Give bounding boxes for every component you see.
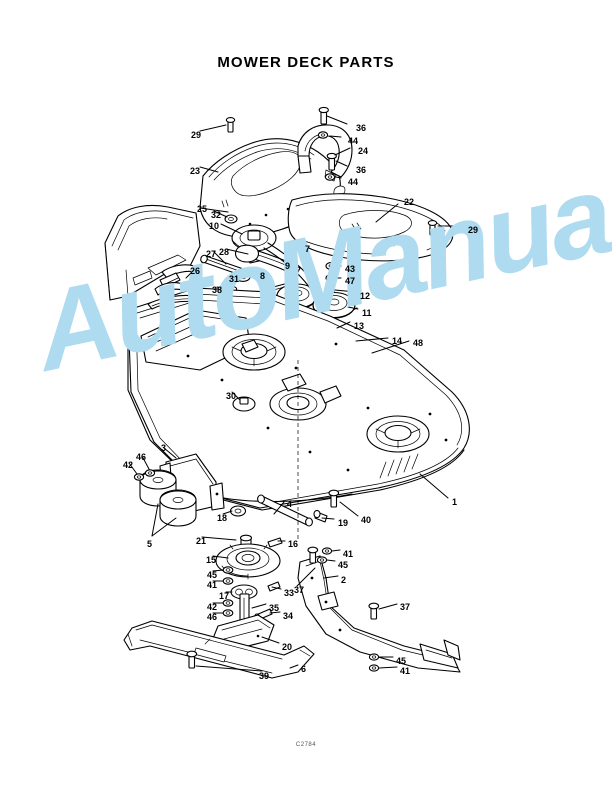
callout-washer-left: 45 [207, 570, 218, 580]
part-bolt-bracket-right [368, 602, 380, 620]
part-washer-guard-lower [324, 173, 336, 181]
callout-deck-drain-plug: 30 [226, 391, 237, 401]
callout-key-woodruff: 16 [288, 539, 299, 549]
callout-deck-bracket-right: 2 [341, 575, 347, 585]
part-chute-deflector [104, 204, 201, 301]
part-idler-arm [235, 244, 301, 277]
callout-washer-right: 45 [338, 560, 349, 570]
figure-code: C2784 [295, 742, 317, 748]
callout-spindle-housing: 15 [206, 555, 217, 565]
callout-chute-deflector: 25 [197, 204, 208, 214]
callout-clevis-pin: 19 [338, 518, 349, 528]
callout-spacer-bushing: 12 [360, 291, 371, 301]
callout-nut-lock-lower: 41 [400, 666, 411, 676]
page-title: MOWER DECK PARTS [217, 54, 395, 71]
part-anti-scalp-roller [139, 469, 197, 527]
callout-mower-blade: 6 [301, 664, 307, 674]
part-clevis-pin [313, 509, 328, 523]
part-screw-guard-upper [318, 106, 329, 125]
callout-deck-cover-right: 22 [404, 197, 415, 207]
callout-roller-bracket: 3 [161, 443, 167, 453]
callout-spacer-tube: 33 [284, 588, 295, 598]
callout-idler-arm: 7 [305, 244, 311, 254]
callout-idler-bracket: 8 [260, 271, 266, 281]
part-deck-cover-right [287, 193, 454, 262]
part-carriage-bolt [328, 489, 340, 508]
callout-belt-guard-curve: 24 [358, 146, 369, 156]
callout-bolt-bracket-left: 37 [294, 585, 305, 595]
callout-spacer-idler: 47 [345, 276, 356, 286]
part-mower-deck-shell [127, 287, 470, 511]
part-bolt-bracket-left [307, 546, 319, 564]
callout-washer-lower: 45 [396, 656, 407, 666]
callout-chute-hinge-rod: 26 [190, 266, 201, 276]
callout-belt-keeper-bolt: 48 [413, 338, 424, 348]
callout-idler-pulley-lower: 11 [362, 308, 372, 318]
callout-screw-cover-right: 29 [468, 225, 479, 235]
callout-tension-pulley: 10 [209, 221, 220, 231]
callout-washer-flat: 13 [354, 321, 365, 331]
part-washer-chute [235, 272, 251, 282]
callout-mower-deck-shell: 1 [452, 497, 458, 507]
part-washer-guard-upper [317, 131, 329, 139]
part-idler-pulley-lower [312, 291, 356, 320]
callout-bearing-lower: 17 [219, 591, 230, 601]
part-blade-bolt [186, 650, 198, 669]
callout-hinge-pin: 27 [206, 249, 217, 259]
callout-belt-keeper: 14 [392, 336, 403, 346]
callout-screw-cover-left: 29 [191, 130, 202, 140]
callout-nut-spindle: 46 [207, 612, 218, 622]
part-nut-pulley [224, 214, 238, 224]
callout-nut-bracket: 46 [136, 452, 147, 462]
leader-lines [128, 115, 462, 672]
callout-washer-guard-lower: 44 [348, 177, 359, 187]
callout-washer-spindle: 42 [207, 602, 218, 612]
part-screw-cover-left [225, 117, 236, 133]
callout-idler-pulley-upper: 9 [285, 261, 291, 271]
callout-washer-bracket: 42 [123, 460, 134, 470]
callout-dowel-pin: 34 [283, 611, 294, 621]
callout-blade-adapter: 20 [282, 642, 293, 652]
callout-nut-pulley: 32 [211, 210, 222, 220]
part-screw-guard-lower [326, 152, 337, 171]
part-screw-cover-right [427, 220, 438, 236]
callout-carriage-bolt: 40 [361, 515, 372, 525]
callout-nut-lock-right: 41 [343, 549, 354, 559]
callout-screw-guard-lower: 36 [356, 165, 367, 175]
part-spacer-tube [267, 581, 281, 592]
callout-nut-lock-left: 41 [207, 580, 218, 590]
part-washer-bracket [133, 473, 145, 481]
callout-belt-cover-top: 23 [190, 166, 201, 176]
callout-bolt-idler: 43 [345, 264, 356, 274]
callout-lock-nut: 18 [217, 513, 228, 523]
callout-washer-chute: 31 [229, 274, 240, 284]
callout-spindle-shaft-cap: 21 [196, 536, 207, 546]
callout-screw-chute: 38 [212, 285, 223, 295]
callout-washer-guard-upper: 44 [348, 136, 359, 146]
callout-spindle-shaft: 35 [269, 603, 280, 613]
callout-hinge-bolt: 28 [219, 247, 230, 257]
callout-anti-scalp-roller: 5 [147, 539, 153, 549]
callout-rod-link: 4 [287, 499, 293, 509]
callout-screw-guard-upper: 36 [356, 123, 367, 133]
part-rod-link [257, 494, 313, 527]
callout-bolt-bracket-right: 37 [400, 602, 411, 612]
part-deck-drain-plug [232, 396, 256, 412]
part-belt-guard-curve [297, 124, 353, 182]
part-chute-hinge-rod [154, 264, 197, 296]
part-key-woodruff [267, 537, 283, 548]
callout-blade-bolt: 39 [259, 671, 270, 681]
part-spacer-bushing [327, 285, 335, 296]
part-nut-bracket [144, 469, 156, 477]
part-mower-blade [123, 620, 315, 679]
